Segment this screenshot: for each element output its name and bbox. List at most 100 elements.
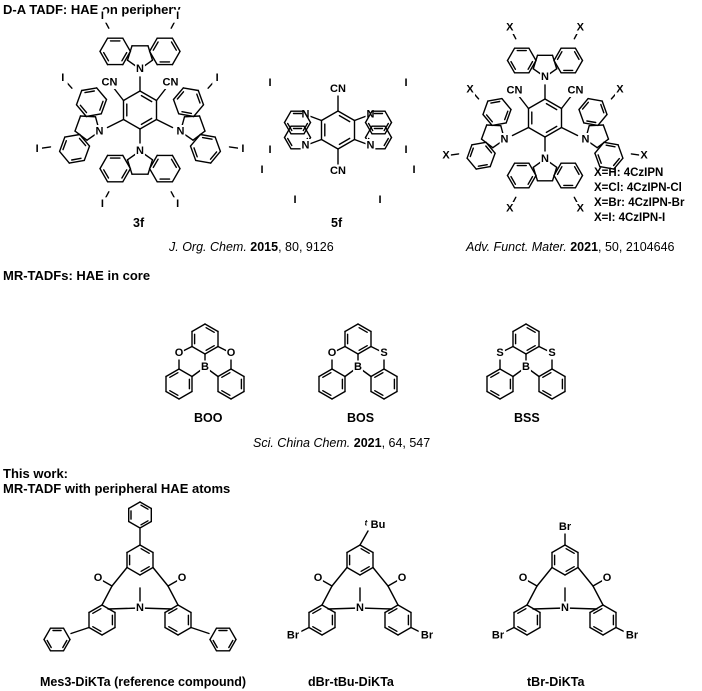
label-background [401,76,411,90]
double-bond [102,169,110,179]
carbazole-ring-bond [487,97,503,102]
double-bond [196,93,201,104]
core-ring-3f-bond [139,90,158,102]
iodine-atom: I [61,72,64,84]
double-bond [92,608,102,614]
carbazole-ring-bond [528,174,537,189]
double-bond [140,566,150,572]
double-bond [169,372,179,378]
carbazole-ring-bond [83,145,91,162]
carbazole-ring-bond [613,157,624,170]
carbazole-ring-bond [528,47,537,62]
carbazole-ring-bond [122,37,132,53]
tbr-right-ring-bond [602,626,617,636]
carbonyl-oxygen: O [94,572,103,584]
double-bond [70,157,82,161]
x-legend-i: X=I: 4CzIPN-I [594,212,666,224]
dbr-tbu-left-ring-bond [308,604,323,614]
carbazole-ring-bond [466,144,473,159]
core-ring-3f-bond [122,118,141,130]
mes3-right-ring-bond [177,604,192,614]
bond [536,566,553,587]
heteroatom: O [175,347,184,359]
label-background [602,571,612,585]
nitrogen-atom: N [96,126,104,138]
tbr-left-ring-bond [526,626,541,636]
double-bond [121,169,128,179]
carbazole-ring-bond [58,150,71,164]
iodine-atom: I [412,164,415,176]
carbazole-ring-bond [482,113,493,127]
double-bond [485,145,493,154]
dbr-tbu-top-ring-bond [359,544,374,554]
double-bond [542,390,552,396]
double-bond [221,390,231,396]
mes3-top-ring-bond [139,566,154,576]
carbazole-ring-bond [553,59,562,74]
nitrogen-atom: N [561,602,569,614]
boo-top-ring-bond [191,345,206,355]
carbazole-ring-bond [182,87,200,92]
double-bond [485,114,493,123]
bss-right-ring-bond [551,368,566,378]
double-bond [612,157,620,167]
double-bond [593,608,603,614]
tbr-top-ring-bond [551,566,566,576]
mesityl-ring-bond [43,638,52,652]
label-background [329,164,347,178]
bond [331,566,348,587]
double-bond [490,390,500,396]
core-ring-5f-bond [320,110,339,122]
double-bond [169,390,179,396]
tbr-left-ring-bond [513,604,528,614]
bromine-atom: Br [492,630,505,642]
double-bond [168,608,178,614]
label-background [135,601,145,615]
carbazole-ring-bond [171,50,181,66]
double-bond [556,165,563,176]
x-legend-cl: X=Cl: 4CzIPN-Cl [594,182,682,194]
label-background [521,360,531,374]
label-background [567,84,584,97]
double-bond [388,608,398,614]
bond [359,607,393,610]
iodine-atom: I [378,194,381,206]
aryl-link [190,626,210,635]
iodine-atom: I [101,10,104,22]
carbazole-ring-bond [214,136,222,153]
label-background [93,571,103,585]
bos-left-ring-bond [331,368,346,378]
label-background [575,21,586,34]
label-background [441,149,451,163]
iodine-atom: I [101,198,104,210]
carbonyl-oxygen: O [603,572,612,584]
double-bond [92,626,102,632]
label-background [540,70,550,84]
boo-left-ring-bond [178,390,193,400]
nitrogen-atom: N [177,126,185,138]
double-bond [367,122,374,132]
bos-top-ring-bond [357,323,372,333]
heading-this-work: This work: [3,466,69,481]
label-background [615,82,625,96]
bond [480,124,488,140]
bos-right-ring-bond [370,368,385,378]
carbazole-ring-bond [64,133,81,138]
heading-this-work-sub: MR-TADF with peripheral HAE atoms [3,481,231,496]
label-background [313,571,323,585]
double-bond [176,91,185,100]
label-background [257,163,267,177]
mes3-right-ring-bond [177,626,192,636]
nitrogen-atom: N [136,63,144,75]
double-bond [586,120,597,124]
boo-top-ring-bond [204,323,219,333]
dbr-tbu-top-ring-bond [346,566,361,576]
carbazole-ring-bond [501,97,512,111]
label-background [172,197,183,211]
double-bond [360,548,370,554]
cyano-group: CN [568,85,584,97]
bromine-atom: Br [626,630,639,642]
carbazole-ring-bond [99,154,109,170]
double-bond [517,608,527,614]
mes3-left-ring-bond [88,604,103,614]
